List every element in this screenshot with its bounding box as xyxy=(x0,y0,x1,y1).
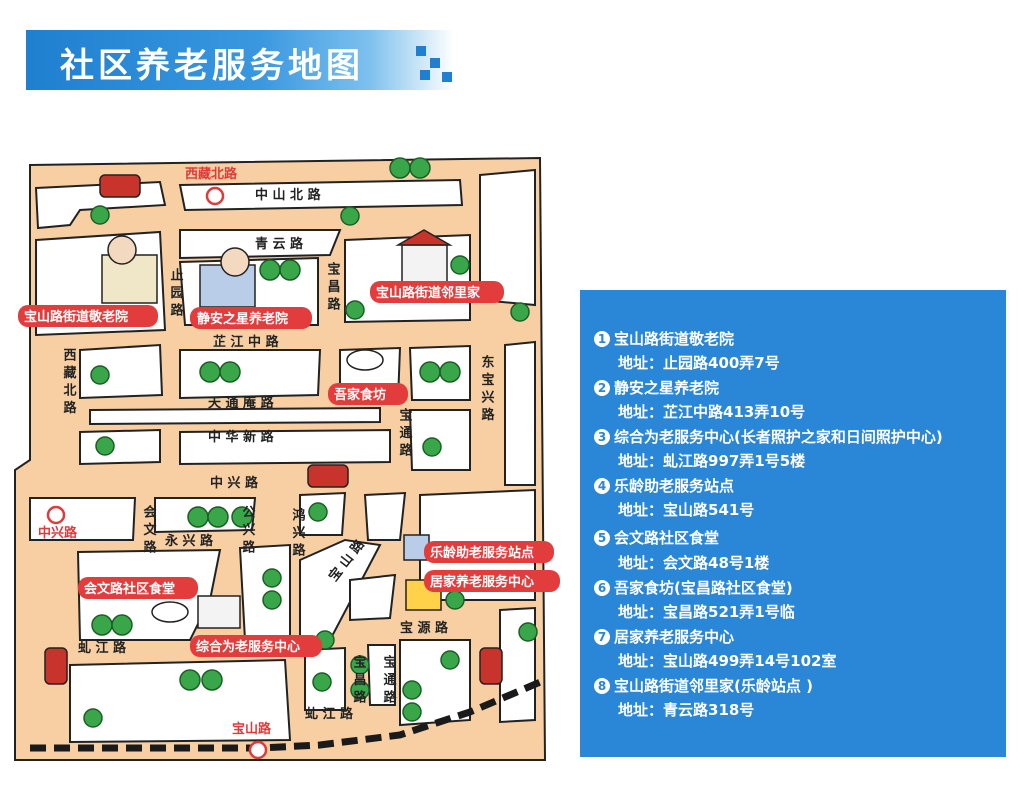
service-center-building-icon xyxy=(197,595,241,629)
trees xyxy=(83,157,538,728)
metro-icon xyxy=(46,505,66,525)
legend-item-name: 会文路社区食堂 xyxy=(614,529,720,547)
title-banner xyxy=(26,30,454,90)
map-canvas: 西藏北路 中兴路 宝山路 中 山 北 路 青 云 路 芷 江 中 路 天 通 庵… xyxy=(14,156,560,761)
road-label-zhonghua-new: 中 华 新 路 xyxy=(208,429,275,445)
number-badge: 5 xyxy=(594,530,610,546)
poi-marker-p5[interactable]: 乐龄助老服务站点 xyxy=(424,541,554,563)
pixel-decoration xyxy=(420,70,430,80)
legend-panel xyxy=(580,290,1006,757)
poi-label: 会文路社区食堂 xyxy=(84,581,175,597)
bus-icon xyxy=(99,174,141,198)
poi-label: 乐龄助老服务站点 xyxy=(430,545,534,561)
poi-label: 宝山路街道敬老院 xyxy=(24,309,128,325)
legend-item-address: 地址：宝山路541号 xyxy=(618,501,755,519)
poi-label: 综合为老服务中心 xyxy=(196,639,300,655)
road-label-hongxing: 鸿 兴 路 xyxy=(290,507,306,556)
legend-item-address: 地址：虬江路997弄1号5楼 xyxy=(618,452,806,470)
number-badge: 7 xyxy=(594,629,610,645)
road-label-zhongxing: 中 兴 路 xyxy=(210,475,259,491)
number-badge: 2 xyxy=(594,380,610,396)
railway-line xyxy=(30,676,547,752)
poi-marker-p3[interactable]: 宝山路街道邻里家 xyxy=(370,281,504,303)
road-label-baoyuan: 宝 源 路 xyxy=(400,620,449,636)
road-label-xizang-north: 西 藏 北 路 xyxy=(61,348,77,414)
poi-marker-p1[interactable]: 宝山路街道敬老院 xyxy=(18,305,158,327)
number-badge: 4 xyxy=(594,478,610,494)
number-badge: 1 xyxy=(594,331,610,347)
legend-item-name: 吾家食坊(宝昌路社区食堂) xyxy=(614,579,793,597)
number-badge: 8 xyxy=(594,678,610,694)
bus-icon xyxy=(479,647,503,685)
metro-label-zhongxing: 中兴路 xyxy=(38,525,78,541)
road-label-baotong-2: 宝 通 路 xyxy=(381,654,397,703)
poi-label: 吾家食坊 xyxy=(334,387,386,403)
pixel-decoration xyxy=(442,72,452,82)
road-label-baochang: 宝 昌 路 xyxy=(325,261,341,310)
road-label-tiantongan: 天 通 庵 路 xyxy=(208,395,275,411)
elderly-man-icon xyxy=(220,247,250,277)
legend-item-name: 静安之星养老院 xyxy=(614,379,720,397)
road-label-qujiang-2: 虬 江 路 xyxy=(305,706,354,722)
community-map[interactable]: 西藏北路 中兴路 宝山路 中 山 北 路 青 云 路 芷 江 中 路 天 通 庵… xyxy=(0,150,560,783)
legend-item-address: 地址：止园路400弄7号 xyxy=(618,354,780,372)
metro-icon xyxy=(248,740,268,760)
legend-item-name: 综合为老服务中心(长者照护之家和日间照护中心) xyxy=(614,428,943,446)
page-title: 社区养老服务地图 xyxy=(60,46,364,86)
road-label-qujiang: 虬 江 路 xyxy=(78,640,127,656)
elderly-man-icon xyxy=(107,235,137,265)
number-badge: 3 xyxy=(594,429,610,445)
pixel-decoration xyxy=(430,58,440,68)
road-label-yongxing: 永 兴 路 xyxy=(164,533,214,549)
road-label-baotong: 宝 通 路 xyxy=(397,407,413,456)
poi-marker-p7[interactable]: 会文路社区食堂 xyxy=(78,577,198,599)
legend-item-name: 宝山路街道敬老院 xyxy=(614,330,735,348)
bus-icon xyxy=(44,647,68,685)
metro-icon xyxy=(205,186,225,206)
metro-label-baoshan: 宝山路 xyxy=(232,721,272,737)
poi-marker-p2[interactable]: 静安之星养老院 xyxy=(190,307,312,329)
metro-label-xizang-north: 西藏北路 xyxy=(185,166,238,182)
poi-label: 居家养老服务中心 xyxy=(430,574,534,590)
road-label-baochang-2: 宝 昌 路 xyxy=(351,654,367,703)
road-label-zhongshan-north: 中 山 北 路 xyxy=(255,187,322,203)
poi-label: 宝山路街道邻里家 xyxy=(376,285,481,301)
poi-label: 静安之星养老院 xyxy=(197,311,288,327)
road-label-zhijiang-middle: 芷 江 中 路 xyxy=(213,334,280,350)
road-label-qingyun: 青 云 路 xyxy=(255,236,304,252)
bowl-icon xyxy=(346,349,384,371)
poi-marker-p4[interactable]: 吾家食坊 xyxy=(328,383,408,405)
poi-marker-p6[interactable]: 居家养老服务中心 xyxy=(424,570,560,592)
legend-item-address: 地址：宝昌路521弄1号临 xyxy=(618,603,795,621)
number-badge: 6 xyxy=(594,580,610,596)
bowl-icon xyxy=(151,601,189,623)
legend-item-address: 地址：宝山路499弄14号102室 xyxy=(618,652,837,670)
legend-item-address: 地址：芷江中路413弄10号 xyxy=(618,403,806,421)
legend-item-name: 居家养老服务中心 xyxy=(614,628,735,646)
road-label-dongbaoxing: 东 宝 兴 路 xyxy=(479,354,495,421)
roof-icon xyxy=(395,229,453,246)
poi-marker-p8[interactable]: 综合为老服务中心 xyxy=(190,635,322,657)
road-label-huiwen: 会 文 路 xyxy=(141,504,157,553)
pixel-decoration xyxy=(416,46,426,56)
legend-item-address: 地址：青云路318号 xyxy=(618,701,755,719)
neighborhood-building-icon xyxy=(401,244,448,286)
road-label-zhiyuan: 止 园 路 xyxy=(168,267,184,316)
legend-item-address: 地址：会文路48号1楼 xyxy=(618,554,770,572)
legend-item-name: 乐龄助老服务站点 xyxy=(614,477,735,495)
road-label-gongxing: 公 兴 路 xyxy=(240,505,256,553)
legend-item-name: 宝山路街道邻里家(乐龄站点 ) xyxy=(614,677,813,695)
bus-icon xyxy=(307,464,349,488)
